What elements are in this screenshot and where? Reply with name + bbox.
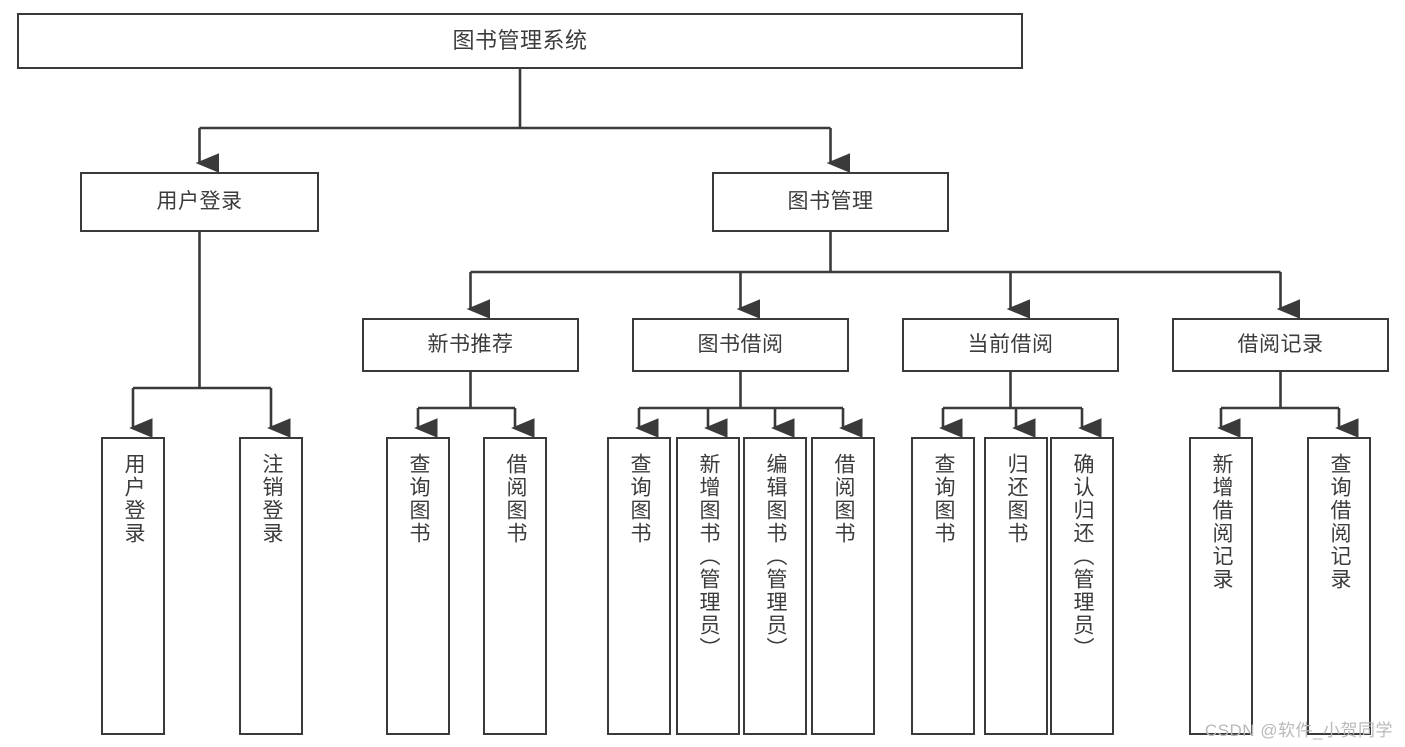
leaf-node-7[interactable]: 编辑图书（管理员）: [743, 437, 807, 735]
level3-node-2[interactable]: 图书借阅: [632, 318, 849, 372]
level2-node-2[interactable]: 图书管理: [712, 172, 949, 232]
node-label: 借阅图书: [504, 453, 528, 545]
node-label: 确认归还（管理员）: [1071, 453, 1095, 660]
node-label: 注销登录: [260, 453, 284, 545]
node-label: 新增图书（管理员）: [697, 453, 721, 660]
node-label: 借阅记录: [1237, 332, 1324, 356]
watermark-text: CSDN @软件_小贺同学: [1204, 721, 1393, 740]
node-label: 新书推荐: [427, 332, 514, 356]
root-node-1[interactable]: 图书管理系统: [17, 13, 1023, 69]
node-label: 查询图书: [407, 453, 431, 545]
leaf-node-9[interactable]: 查询图书: [911, 437, 975, 735]
node-label: 查询借阅记录: [1328, 453, 1352, 591]
leaf-node-4[interactable]: 借阅图书: [483, 437, 547, 735]
node-label: 查询图书: [628, 453, 652, 545]
node-label: 编辑图书（管理员）: [764, 453, 788, 660]
leaf-node-8[interactable]: 借阅图书: [811, 437, 875, 735]
level3-node-4[interactable]: 借阅记录: [1172, 318, 1389, 372]
level2-node-1[interactable]: 用户登录: [80, 172, 319, 232]
node-label: 归还图书: [1005, 453, 1029, 545]
node-label: 图书管理: [787, 189, 874, 213]
leaf-node-5[interactable]: 查询图书: [607, 437, 671, 735]
leaf-node-2[interactable]: 注销登录: [239, 437, 303, 735]
node-label: 用户登录: [122, 453, 146, 545]
leaf-node-12[interactable]: 新增借阅记录: [1189, 437, 1253, 735]
leaf-node-3[interactable]: 查询图书: [386, 437, 450, 735]
node-label: 新增借阅记录: [1210, 453, 1234, 591]
node-label: 查询图书: [932, 453, 956, 545]
level3-node-3[interactable]: 当前借阅: [902, 318, 1119, 372]
node-label: 当前借阅: [967, 332, 1054, 356]
node-label: 借阅图书: [832, 453, 856, 545]
node-label: 图书借阅: [697, 332, 784, 356]
leaf-node-10[interactable]: 归还图书: [984, 437, 1048, 735]
leaf-node-13[interactable]: 查询借阅记录: [1307, 437, 1371, 735]
level3-node-1[interactable]: 新书推荐: [362, 318, 579, 372]
leaf-node-11[interactable]: 确认归还（管理员）: [1050, 437, 1114, 735]
node-label: 图书管理系统: [452, 28, 588, 54]
leaf-node-1[interactable]: 用户登录: [101, 437, 165, 735]
leaf-node-6[interactable]: 新增图书（管理员）: [676, 437, 740, 735]
node-label: 用户登录: [156, 189, 243, 213]
